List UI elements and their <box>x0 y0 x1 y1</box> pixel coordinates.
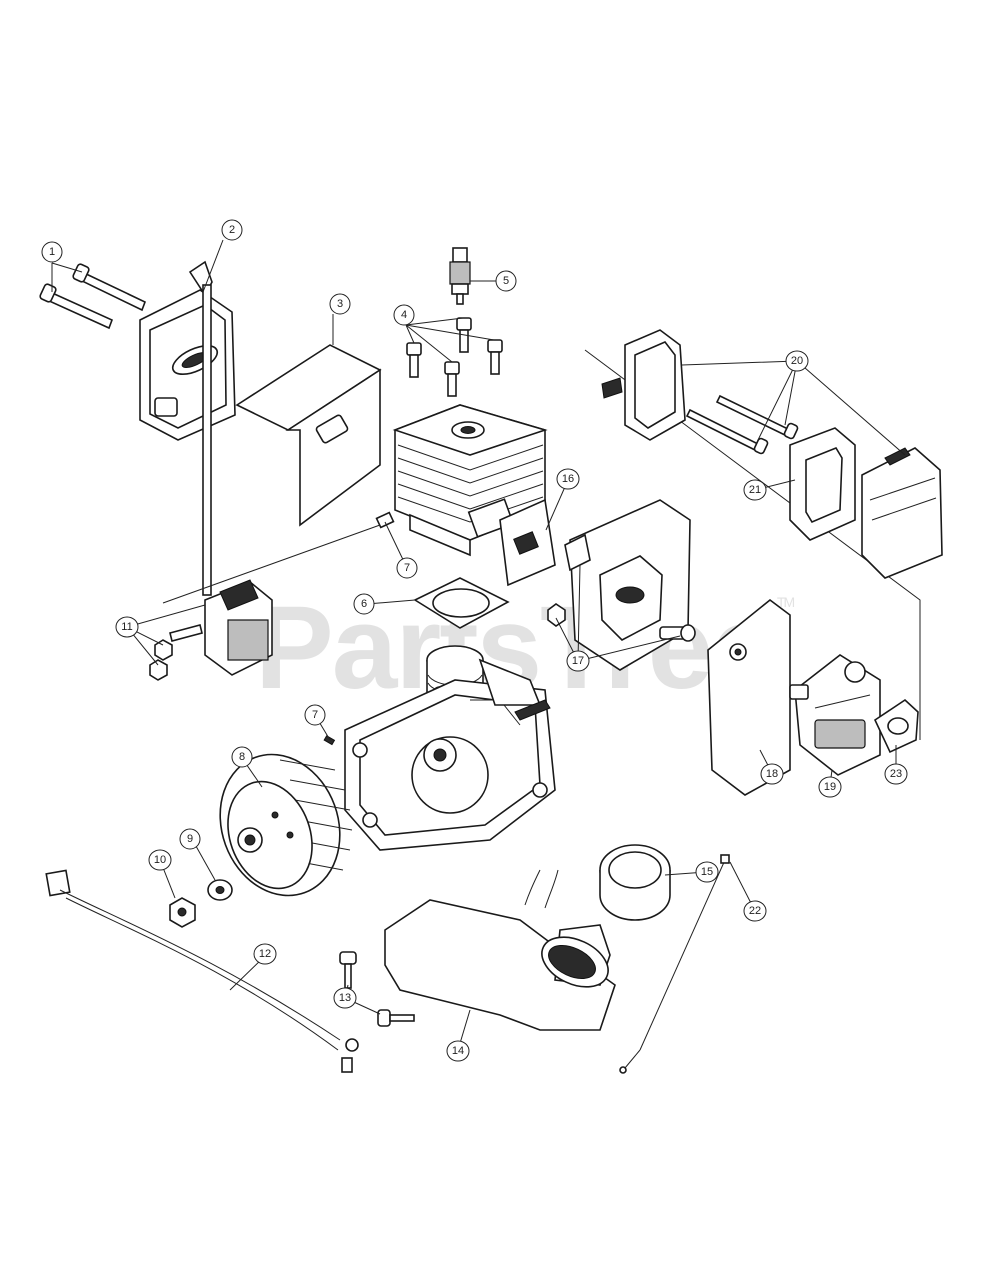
fuel-cap <box>599 844 671 921</box>
ground-wire <box>45 869 359 1073</box>
svg-text:13: 13 <box>339 992 351 1004</box>
flywheel-nut <box>169 897 196 928</box>
svg-text:20: 20 <box>791 355 803 367</box>
callout-7-cylinder: 7 <box>396 557 418 579</box>
callout-10: 10 <box>148 849 172 871</box>
heat-shield <box>235 344 382 527</box>
intake-gasket <box>499 498 556 587</box>
svg-text:1: 1 <box>49 246 55 258</box>
svg-text:16: 16 <box>562 473 574 485</box>
callout-6: 6 <box>353 593 375 615</box>
svg-text:19: 19 <box>824 781 836 793</box>
callout-23: 23 <box>884 763 908 785</box>
fuel-tank-housing <box>384 869 616 1031</box>
callout-20: 20 <box>785 350 809 372</box>
svg-text:4: 4 <box>401 309 407 321</box>
callout-15: 15 <box>695 861 719 883</box>
ignition-module <box>149 260 273 681</box>
svg-text:22: 22 <box>749 905 761 917</box>
callout-3: 3 <box>329 293 351 315</box>
svg-text:8: 8 <box>239 751 245 763</box>
svg-text:2: 2 <box>229 224 235 236</box>
svg-text:15: 15 <box>701 866 713 878</box>
callout-17: 17 <box>566 650 590 672</box>
air-filter-screws <box>685 394 799 455</box>
callout-4: 4 <box>393 304 415 326</box>
carburetor <box>789 654 881 776</box>
housing-screws <box>339 951 415 1027</box>
svg-text:3: 3 <box>337 298 343 310</box>
callout-9: 9 <box>179 828 201 850</box>
intake-adapter <box>547 499 696 671</box>
carburetor-gasket <box>873 698 919 754</box>
svg-text:21: 21 <box>749 484 761 496</box>
woodruff-key <box>323 735 336 746</box>
air-filter-element <box>789 427 856 541</box>
cylinder-gasket <box>413 577 510 629</box>
air-filter-cover <box>861 447 943 579</box>
air-filter-group-bracket <box>584 349 921 740</box>
svg-text:10: 10 <box>154 854 166 866</box>
svg-text:12: 12 <box>259 948 271 960</box>
callout-1: 1 <box>41 241 63 263</box>
callout-14: 14 <box>446 1040 470 1062</box>
svg-text:6: 6 <box>361 598 367 610</box>
leader-lines <box>51 239 906 1051</box>
muffler <box>139 289 236 441</box>
callout-7-key: 7 <box>304 704 326 726</box>
svg-text:11: 11 <box>121 621 132 633</box>
callout-11: 11 <box>115 616 139 638</box>
flywheel <box>219 753 353 897</box>
air-filter-base <box>601 329 686 441</box>
callout-2: 2 <box>221 219 243 241</box>
callout-16: 16 <box>556 468 580 490</box>
callout-22: 22 <box>743 900 767 922</box>
callout-18: 18 <box>760 763 784 785</box>
throttle-cable <box>619 854 730 1074</box>
callout-5: 5 <box>495 270 517 292</box>
svg-text:7: 7 <box>312 709 318 721</box>
flywheel-washer <box>207 879 233 901</box>
svg-text:23: 23 <box>890 768 902 780</box>
cylinder <box>375 404 548 557</box>
svg-text:14: 14 <box>452 1045 464 1057</box>
callout-21: 21 <box>743 479 767 501</box>
callout-8: 8 <box>231 746 253 768</box>
svg-text:18: 18 <box>766 768 778 780</box>
crankcase <box>344 658 556 851</box>
callout-13: 13 <box>333 987 357 1009</box>
svg-text:9: 9 <box>187 833 193 845</box>
svg-text:7: 7 <box>404 562 410 574</box>
callout-19: 19 <box>818 776 842 798</box>
svg-text:5: 5 <box>503 275 509 287</box>
svg-text:17: 17 <box>572 655 584 667</box>
spark-plug <box>449 247 471 305</box>
callouts: 1 2 3 4 5 6 7 7 8 9 10 11 12 13 14 15 16… <box>41 219 908 1062</box>
insulator-plate <box>707 598 791 796</box>
callout-12: 12 <box>253 943 277 965</box>
muffler-bolts <box>39 263 147 330</box>
cylinder-bolts <box>406 317 503 397</box>
